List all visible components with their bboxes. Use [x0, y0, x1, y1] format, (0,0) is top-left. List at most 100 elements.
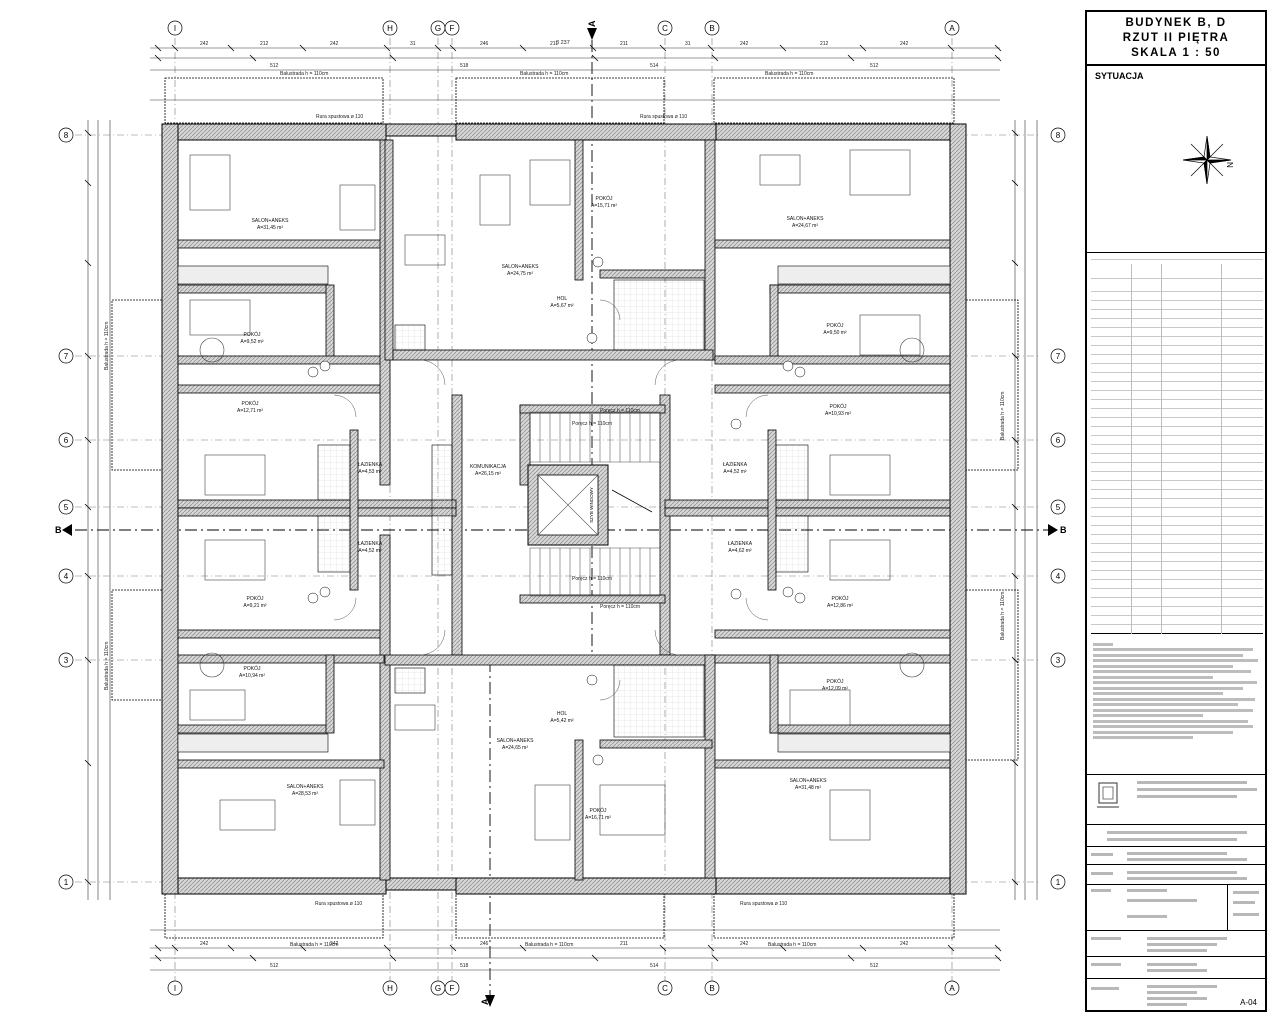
balustrade-bottom-label: Balustrada h = 110cm [768, 942, 816, 948]
lift-shaft: SZYB WINDOWY [527, 464, 609, 546]
svg-text:242: 242 [330, 41, 339, 47]
room-area: A=28,53 m² [292, 791, 318, 797]
title-block-heading: BUDYNEK B, D RZUT II PIĘTRA SKALA 1 : 50 [1087, 12, 1265, 66]
scale-label: SKALA 1 : 50 [1131, 47, 1221, 59]
building-title: BUDYNEK B, D [1125, 17, 1227, 29]
svg-text:512: 512 [270, 63, 279, 69]
room-area: A=9,50 m² [823, 330, 847, 336]
furniture [189, 149, 925, 841]
section-b-right: B [1060, 525, 1067, 535]
section-markers: A A B B [55, 20, 1067, 1007]
room-label: HOL [557, 711, 568, 717]
room-area: A=16,71 m² [585, 815, 611, 821]
room-label: SALON+ANEKS [287, 784, 324, 790]
room-label: POKÓJ [827, 322, 844, 329]
room-label: HOL [557, 296, 568, 302]
room-label: SALON+ANEKS [790, 778, 827, 784]
balustrade-bottom-label: Balustrada h = 110cm [525, 942, 573, 948]
room-label: POKÓJ [827, 678, 844, 685]
situation-label: SYTUACJA [1095, 71, 1144, 81]
balustrade-top-label: Balustrada h = 110cm [520, 71, 568, 77]
section-a-top: A [587, 20, 597, 27]
svg-text:514: 514 [650, 63, 659, 69]
balustrade-side-label: Balustrada h = 110cm [104, 642, 110, 690]
balustrade-top-label: Balustrada h = 110cm [765, 71, 813, 77]
handrail-label: Poręcz h = 110cm [572, 421, 612, 427]
stage-box [1087, 884, 1265, 931]
svg-text:512: 512 [870, 963, 879, 969]
svg-text:242: 242 [900, 941, 909, 947]
room-label: POKÓJ [244, 665, 261, 672]
door-swings [333, 299, 769, 701]
axis-label: 4 [64, 572, 69, 581]
room-label: ŁAZIENKA [728, 541, 753, 547]
downpipe-label: Rura spustowa ø 110 [316, 114, 363, 120]
axis-label: 3 [64, 656, 69, 665]
axis-label: 6 [64, 436, 69, 445]
downpipe-label: Rura spustowa ø 110 [640, 114, 687, 120]
axis-label: H [387, 24, 393, 33]
axis-label: I [174, 984, 176, 993]
svg-text:512: 512 [270, 963, 279, 969]
drawing-title: RZUT II PIĘTRA [1122, 32, 1230, 44]
room-area: A=12,09 m² [822, 686, 848, 692]
axis-label: B [709, 984, 714, 993]
svg-text:212: 212 [820, 41, 829, 47]
room-label: ŁAZIENKA [723, 462, 748, 468]
svg-text:246: 246 [480, 41, 489, 47]
north-arrow-icon: N [1182, 135, 1234, 185]
room-area: A=9,21 m² [243, 603, 267, 609]
investment-box [1087, 824, 1265, 847]
room-area: A=24,65 m² [502, 745, 528, 751]
downpipe-label: Rura spustowa ø 110 [315, 901, 362, 907]
room-area: A=4,52 m² [723, 469, 747, 475]
balustrade-side-label: Balustrada h = 110cm [1000, 392, 1006, 440]
room-label: POKÓJ [596, 195, 613, 202]
section-b-left: B [55, 525, 62, 535]
axis-bubbles-bottom: I H G F C B A [167, 980, 960, 996]
room-area: A=4,52 m² [358, 548, 382, 554]
svg-text:514: 514 [650, 963, 659, 969]
stairs [529, 411, 661, 597]
room-area: A=4,53 m² [358, 469, 382, 475]
balustrade-side-label: Balustrada h = 110cm [1000, 592, 1006, 640]
axis-label: 8 [64, 131, 69, 140]
room-area: A=12,86 m² [827, 603, 853, 609]
svg-text:212: 212 [260, 41, 269, 47]
room-label: POKÓJ [832, 595, 849, 602]
axis-label: 8 [1056, 131, 1061, 140]
handrail-label: Poręcz h = 110cm [600, 408, 640, 414]
side-balustrade-labels: Balustrada h = 110cm Balustrada h = 110c… [104, 322, 1006, 690]
svg-text:518: 518 [460, 963, 469, 969]
dimension-ticks [84, 44, 1019, 962]
room-label: SALON+ANEKS [252, 218, 289, 224]
axis-label: A [949, 24, 955, 33]
downpipe-label: Rura spustowa ø 110 [740, 901, 787, 907]
room-label: POKÓJ [590, 807, 607, 814]
title-block: BUDYNEK B, D RZUT II PIĘTRA SKALA 1 : 50… [1085, 10, 1267, 1012]
room-label: POKÓJ [242, 400, 259, 407]
company-block [1087, 774, 1265, 825]
axis-bubbles-left: 8 7 6 5 4 3 1 [58, 127, 74, 890]
svg-text:31: 31 [410, 41, 416, 47]
room-area: A=5,42 m² [550, 718, 574, 724]
room-area: A=4,62 m² [728, 548, 752, 554]
room-label: POKÓJ [247, 595, 264, 602]
axis-label: 1 [1056, 878, 1061, 887]
svg-text:246: 246 [480, 941, 489, 947]
room-area: A=31,48 m² [795, 785, 821, 791]
room-label: SALON+ANEKS [497, 738, 534, 744]
axis-bubbles-top: I H G F C B A [167, 20, 960, 36]
room-area: A=31,45 m² [257, 225, 283, 231]
axis-label: G [435, 24, 441, 33]
interior-walls [177, 139, 951, 881]
section-a-bottom: A [480, 998, 490, 1005]
axis-label: G [435, 984, 441, 993]
axis-label: 3 [1056, 656, 1061, 665]
room-label: SALON+ANEKS [787, 216, 824, 222]
handrail-label: Poręcz h = 110cm [572, 576, 612, 582]
room-area: A=10,93 m² [825, 411, 851, 417]
svg-text:512: 512 [870, 63, 879, 69]
handrail-label: Poręcz h = 110cm [600, 604, 640, 610]
